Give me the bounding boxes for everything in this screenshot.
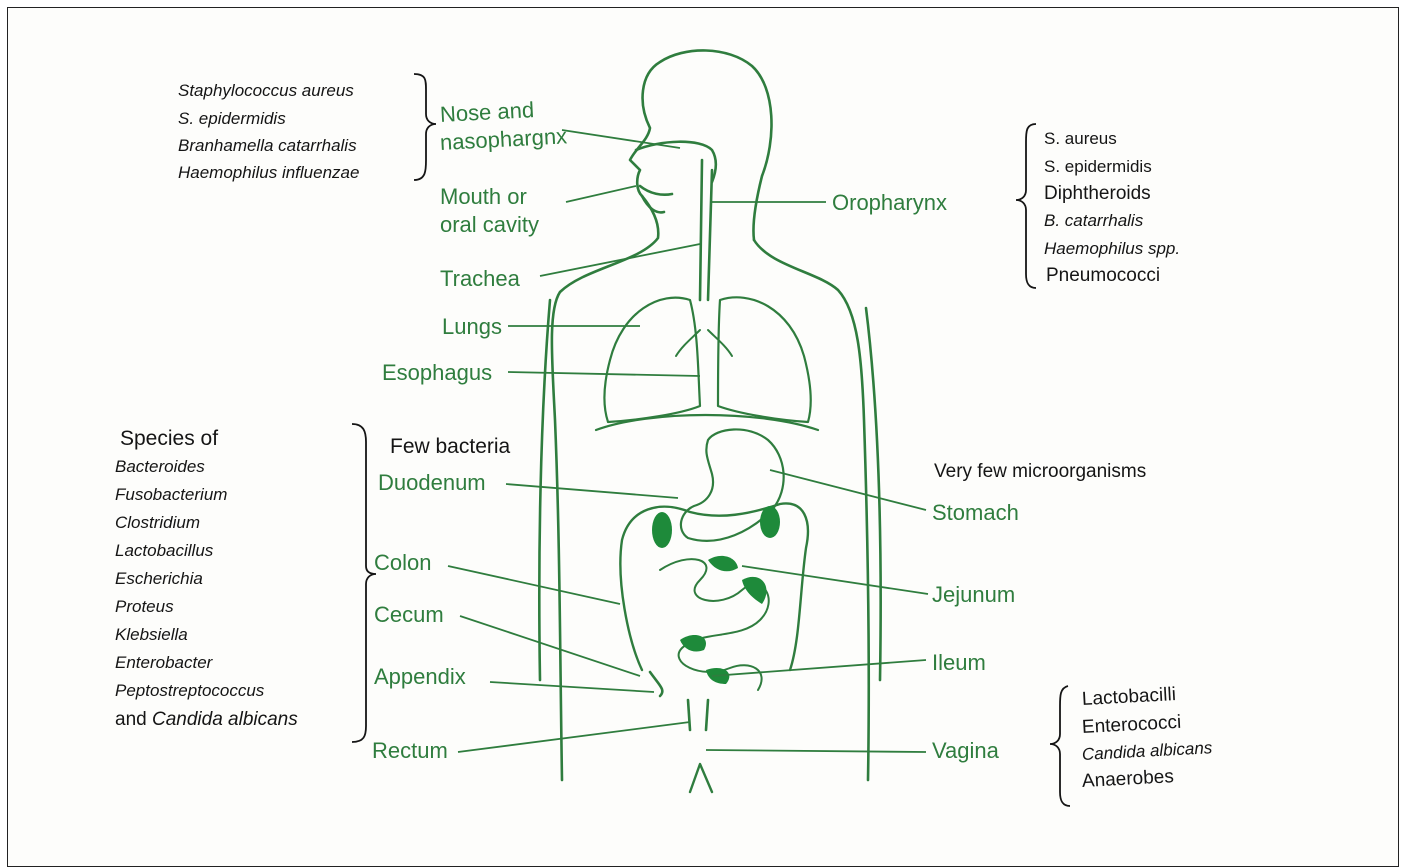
leader-jejunum [742, 566, 928, 594]
colon-shape [620, 503, 807, 670]
intestine-fill-3 [680, 635, 706, 651]
colon-section-left [652, 512, 672, 548]
right-top-item: S. aureus [1044, 130, 1117, 147]
leader-rectum [458, 722, 690, 752]
right-bottom-item: Enterococci [1082, 713, 1182, 737]
leader-colon [448, 566, 620, 604]
leader-trachea [540, 244, 700, 276]
brace-bottom-left [352, 424, 376, 742]
intestine-fill-1 [708, 556, 738, 571]
left-bottom-item: Clostridium [115, 514, 200, 531]
left-bottom-item: Escherichia [115, 570, 203, 587]
right-top-item: S. epidermidis [1044, 158, 1152, 175]
mouth-cavity [640, 186, 672, 195]
left-bottom-item: Bacteroides [115, 458, 205, 475]
label-trachea: Trachea [440, 268, 520, 290]
note-very-few: Very few microorganisms [934, 462, 1146, 481]
label-stomach: Stomach [932, 502, 1019, 524]
leader-duodenum [506, 484, 678, 498]
leader-nose [562, 130, 680, 148]
right-top-item: Diphtheroids [1044, 184, 1151, 203]
leader-vagina [706, 750, 926, 752]
colon-section-right [760, 506, 780, 538]
candida-text: Candida albicans [152, 709, 298, 730]
brace-bottom-right [1050, 686, 1070, 806]
lung-right [718, 297, 811, 422]
right-top-item: Haemophilus spp. [1044, 240, 1180, 257]
leader-appendix [490, 682, 654, 692]
left-top-item: Staphylococcus aureus [178, 82, 354, 99]
arm-left [539, 300, 550, 680]
diaphragm [596, 415, 818, 430]
label-duodenum: Duodenum [378, 472, 486, 494]
leader-cecum [460, 616, 640, 676]
left-top-item: Haemophilus influenzae [178, 164, 359, 181]
left-bottom-item: Proteus [115, 598, 174, 615]
label-nose: Nose and [439, 99, 534, 126]
right-top-item: Pneumococci [1046, 266, 1160, 285]
left-bottom-item: Klebsiella [115, 626, 188, 643]
note-few-bacteria: Few bacteria [390, 436, 510, 457]
label-rectum: Rectum [372, 740, 448, 762]
label-ileum: Ileum [932, 652, 986, 674]
label-esophagus: Esophagus [382, 362, 492, 384]
intestine-fill-2 [742, 577, 766, 604]
left-bottom-last-item: and Candida albicans [115, 710, 298, 729]
body-outline-left [552, 196, 658, 780]
left-bottom-item: Lactobacillus [115, 542, 213, 559]
left-bottom-heading: Species of [120, 428, 218, 449]
right-bottom-item: Lactobacilli [1082, 685, 1177, 709]
label-jejunum: Jejunum [932, 584, 1015, 606]
left-bottom-item: Enterobacter [115, 654, 212, 671]
leader-ileum [712, 660, 926, 676]
left-bottom-item: Peptostreptococcus [115, 682, 264, 699]
brace-top-right [1016, 124, 1036, 288]
label-oropharynx: Oropharynx [832, 192, 947, 214]
label-mouth: Mouth or [440, 186, 527, 208]
right-top-item: B. catarrhalis [1044, 212, 1143, 229]
leader-esophagus [508, 372, 700, 376]
left-bottom-item: Fusobacterium [115, 486, 227, 503]
label-oral-cavity: oral cavity [440, 214, 539, 236]
right-bottom-item: Anaerobes [1082, 767, 1175, 791]
leader-mouth [566, 186, 636, 202]
rectum-shape [688, 700, 708, 730]
bronchi [676, 330, 732, 356]
lung-left [605, 298, 701, 422]
left-top-item: Branhamella catarrhalis [178, 137, 357, 154]
vagina-shape [690, 764, 712, 792]
label-vagina: Vagina [932, 740, 999, 762]
label-appendix: Appendix [374, 666, 466, 688]
label-colon: Colon [374, 552, 431, 574]
left-top-item: S. epidermidis [178, 110, 286, 127]
pharynx-tube [700, 160, 712, 300]
and-word: and [115, 709, 147, 730]
brace-top-left [414, 74, 436, 180]
label-cecum: Cecum [374, 604, 444, 626]
label-lungs: Lungs [442, 316, 502, 338]
